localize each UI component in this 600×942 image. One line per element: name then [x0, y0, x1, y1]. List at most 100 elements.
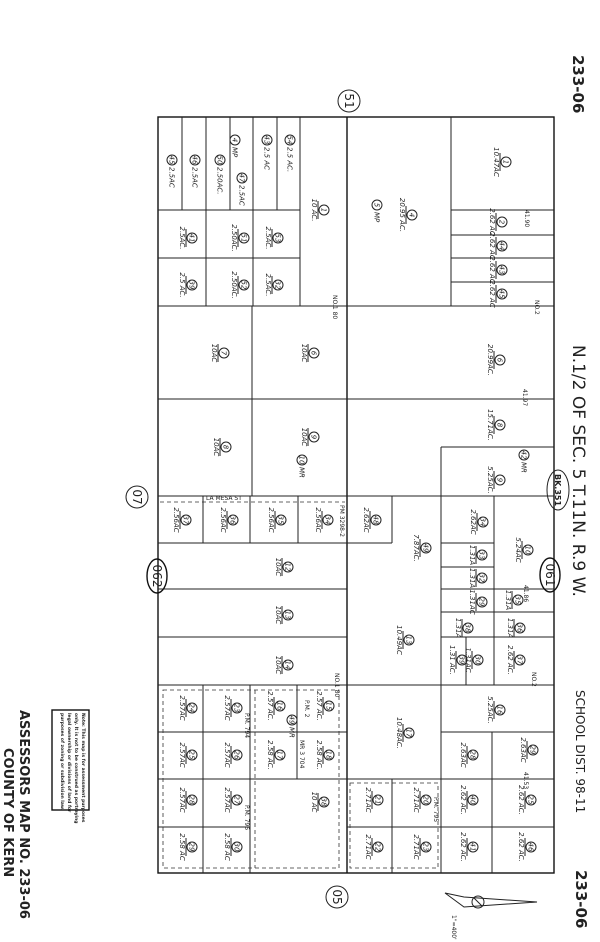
parcel-label[interactable]: 452.62 AC [488, 280, 508, 308]
parcel-label[interactable]: 5MP [371, 199, 383, 223]
parcel-label[interactable]: 202.71AC [412, 787, 432, 813]
parcel-label[interactable]: 322.5AC. [264, 273, 284, 297]
parcel-label[interactable]: 321.31A [468, 568, 488, 589]
parcel-label[interactable]: 242.57AC [178, 695, 198, 721]
parcel-label[interactable]: 497.87AC. [412, 534, 432, 562]
dimension: 41.86 [522, 585, 529, 602]
parcel-label[interactable]: 391.31 AC. [448, 645, 468, 675]
parcel-map-796: P.M. 796 [243, 805, 250, 830]
parcel-label[interactable]: 262.57AC [223, 742, 243, 768]
parcel-labels: 542.5 AC. 432.5 AC 4MP 472.5AC 502.50AC. 462.… [166, 134, 539, 862]
parcel-number: 9 [310, 435, 318, 440]
parcel-label[interactable]: 472.5AC [236, 172, 248, 206]
parcel-label[interactable]: 331.31A [468, 545, 488, 566]
parcel-label[interactable]: 432.5 AC [261, 134, 273, 170]
parcel-label[interactable]: 301.31AC [464, 647, 484, 673]
parcel-label[interactable]: 95.25AC. [486, 466, 506, 494]
parcel-label[interactable]: 302.58 AC [223, 833, 243, 861]
parcel-label[interactable]: 4MP [229, 134, 241, 158]
parcel-label[interactable]: 462.62 AC. [517, 832, 537, 862]
adjacent-map-51[interactable]: 51 [337, 89, 361, 113]
parcel-label[interactable]: 232.71AC [412, 834, 432, 860]
parcel-label[interactable]: 420.95 AC. [398, 198, 418, 232]
adjacent-map-061[interactable]: 061 [539, 557, 561, 593]
parcel-label[interactable]: 252.57AC [178, 742, 198, 768]
parcel-acreage: 2.62 AC [488, 256, 496, 284]
parcel-label[interactable]: 351.31A [504, 590, 524, 611]
parcel-number: 33 [478, 551, 486, 560]
parcel-label[interactable]: 110 AC. [310, 198, 330, 222]
parcel-label[interactable]: 22.62 AC [488, 208, 508, 236]
parcel-label[interactable]: 542.5 AC. [284, 134, 296, 172]
parcel-label[interactable]: 282.57AC [178, 787, 198, 813]
parcel-acreage: 2.58 AC [223, 833, 231, 861]
parcel-label[interactable]: 362.56AC [219, 507, 239, 533]
parcel-label[interactable]: 282.63AC [459, 742, 479, 768]
parcel-label[interactable]: 372.62 AC. [506, 645, 526, 675]
adjacent-map-062[interactable]: 062 [146, 558, 168, 594]
parcel-label[interactable]: 381.31A [454, 618, 474, 639]
parcel-label[interactable]: 361.31A [506, 618, 526, 639]
parcel-label[interactable]: 252.62 AC. [517, 785, 537, 815]
parcel-label[interactable]: 522.50AC. [230, 271, 250, 299]
parcel-label[interactable]: 212.71AC [364, 787, 384, 813]
parcel-label[interactable]: 462.5AC [189, 154, 201, 188]
parcel-label[interactable]: 165.25AC. [486, 696, 506, 724]
street-la-mesa: LA MESA ST [206, 495, 242, 502]
parcel-label[interactable]: 105.24AC [514, 537, 534, 563]
parcel-label[interactable]: 815.71AC. [486, 409, 506, 441]
parcel-label[interactable]: 342.56AC [314, 507, 334, 533]
parcel-label[interactable]: 372.56AC [172, 507, 192, 533]
parcel-label[interactable]: 272.57AC [223, 787, 243, 813]
parcel-label[interactable]: 232.57AC [223, 695, 243, 721]
parcel-number: 48 [372, 516, 380, 525]
parcel-label[interactable]: 162.57 AC. [266, 691, 286, 721]
parcel-acreage: 10 AC. [310, 198, 318, 221]
parcel-label[interactable]: 512.50AC. [230, 224, 250, 252]
parcel-label[interactable]: 291.31AC [468, 589, 488, 615]
parcel-label[interactable]: 342.62AC [469, 509, 489, 535]
book-351[interactable]: BK.351 [546, 469, 570, 511]
parcel-label[interactable]: 152.57 AC. [315, 691, 335, 721]
parcel-label[interactable]: 292.58 AC [178, 833, 198, 861]
parcel-label[interactable]: 222.71AC [364, 834, 384, 860]
parcel-label[interactable]: 402.62 AC. [459, 785, 479, 815]
parcel-number: 25 [527, 796, 535, 805]
adjacent-map-07[interactable]: 07 [125, 485, 149, 509]
parcel-number: 4 [408, 213, 416, 217]
adjacent-map-05[interactable]: 05 [325, 885, 349, 909]
svg-text:Note: This map is for assessme: Note: This map is for assessment purpose… [80, 713, 86, 823]
parcel-label[interactable]: 110.47AC [492, 147, 512, 177]
parcel-label[interactable]: 442.62 AC [488, 232, 508, 260]
parcel-label[interactable]: 392.5 AC. [178, 272, 198, 298]
parcel-number: 13 [284, 611, 292, 620]
parcel-acreage: 10.47AC [492, 147, 500, 177]
parcel-label[interactable]: 620.99AC. [486, 344, 506, 376]
parcel-acreage: 2.50AC. [230, 224, 238, 252]
parcel-label[interactable]: 352.56AC [267, 507, 287, 533]
parcel-label[interactable]: 532.5AC. [264, 226, 284, 250]
parcel-label[interactable]: 292.63AC [519, 737, 539, 763]
parcel-label[interactable]: 482.62AC [362, 507, 382, 533]
parcel-acreage: 1.31AC [464, 647, 472, 672]
parcel-label[interactable]: 452.5AC [166, 154, 178, 188]
parcel-label[interactable]: 172.58 AC. [266, 740, 286, 770]
parcel-label[interactable]: 432.62 AC [488, 256, 508, 284]
parcel-label[interactable]: 182.58 AC. [315, 740, 335, 770]
parcel-label[interactable]: 502.50AC. [214, 154, 226, 195]
parcel-label[interactable]: 412.5AC. [178, 226, 198, 250]
parcel-label[interactable]: 412.62 AC. [459, 832, 479, 862]
